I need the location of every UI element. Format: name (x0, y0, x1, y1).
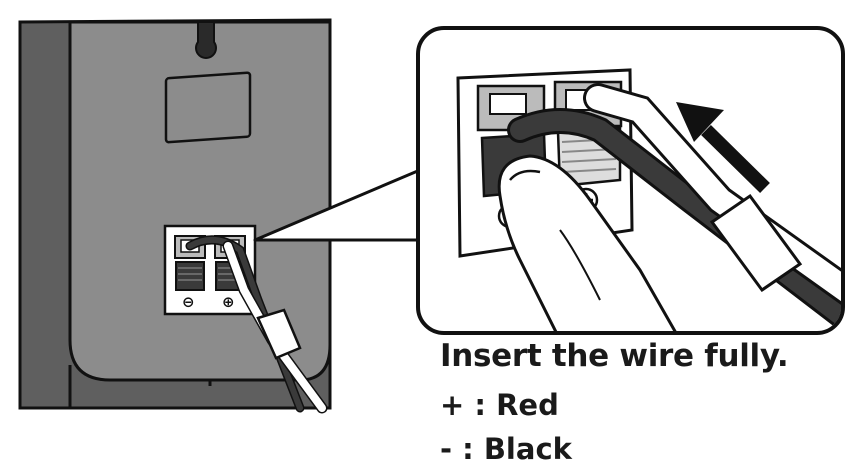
terminal-minus-symbol: ⊖ (182, 293, 195, 311)
instruction-main-text: Insert the wire fully. (440, 338, 789, 374)
speaker-bottom-lip (68, 365, 332, 410)
wire-sleeve-zoomed (709, 193, 803, 293)
speaker-back-panel: ⊖ ⊕ (18, 18, 332, 414)
speaker-back-face (68, 20, 332, 382)
instruction-positive-text: + : Red (440, 388, 559, 422)
zoomed-detail-callout (416, 26, 845, 335)
wall-mount-keyhole-icon (195, 21, 217, 59)
instruction-negative-text: - : Black (440, 432, 572, 466)
finger-pressing-clip (497, 154, 682, 331)
insert-direction-arrow-icon (676, 102, 770, 193)
wire-sleeve-small (256, 308, 302, 360)
terminal-plus-symbol: ⊕ (222, 293, 235, 311)
negative-terminal-clip (175, 261, 205, 291)
speaker-label-plate (164, 71, 252, 144)
